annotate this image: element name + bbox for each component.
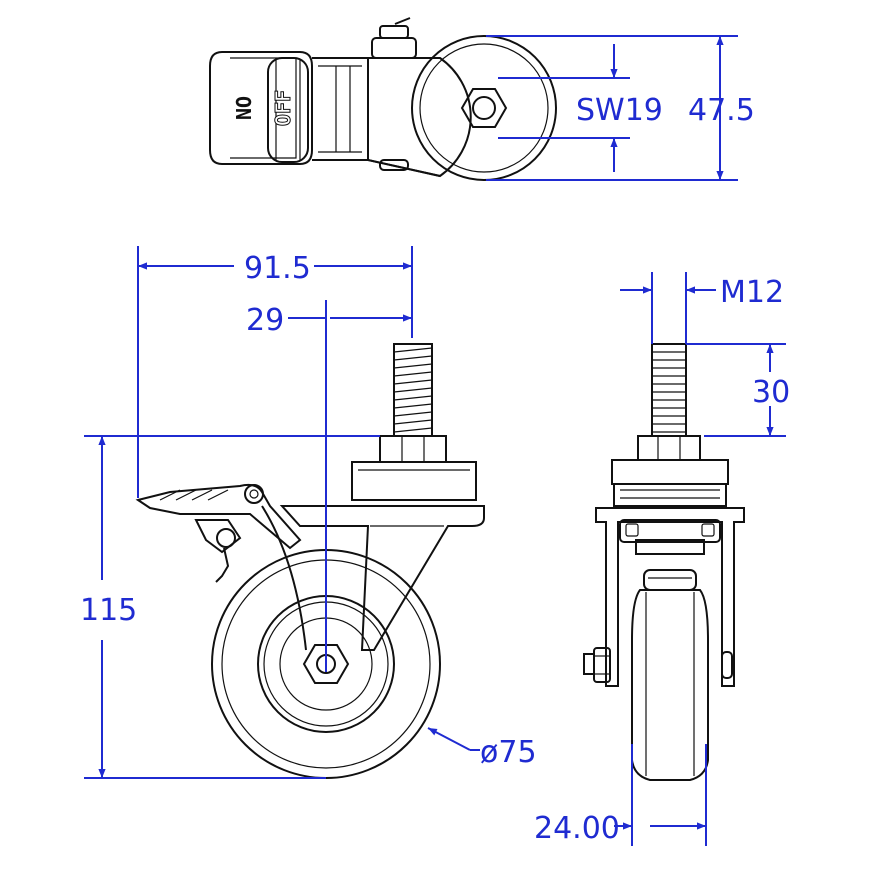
dim-overall-length-label: 91.5 [244,251,311,286]
dim-hex-size: SW19 [498,44,663,172]
dim-top-width: 47.5 [486,35,755,181]
dim-offset-label: 29 [246,303,284,338]
brake-pedal-top: ON OFF [209,51,313,165]
dim-height: 115 [80,435,380,779]
fork-side [279,505,485,651]
dim-offset: 29 [246,303,412,338]
lock-on-label: ON [231,96,255,120]
axle-bolt-front [583,647,733,683]
threaded-stem-front [637,343,701,461]
side-view: 91.5 29 115 ø75 [80,246,537,779]
dim-wheel-diameter: ø75 [427,727,537,770]
dim-wheel-width: 24.00 [534,744,707,846]
dim-thread-size-label: M12 [720,275,784,310]
dim-height-label: 115 [80,593,137,628]
front-view: M12 30 24.00 [534,272,790,846]
dim-top-width-label: 47.5 [688,93,755,128]
swivel-plate-top [411,35,557,181]
dim-wheel-diameter-label: ø75 [480,735,537,770]
dim-thread-size: M12 [620,272,784,344]
swivel-body-top [312,17,472,178]
dim-hex-size-label: SW19 [576,93,663,128]
wheel-front [631,589,709,781]
fork-front [595,459,745,687]
brake-lever-side [135,483,307,651]
dim-overall-length: 91.5 [137,246,413,498]
threaded-stem-side [351,343,477,501]
top-view: ON OFF SW1 [209,17,755,181]
lock-off-label: OFF [271,90,295,126]
dim-wheel-width-label: 24.00 [534,811,620,846]
dim-thread-length-label: 30 [752,375,790,410]
stem-threads [393,347,433,433]
dim-thread-length: 30 [686,343,790,437]
